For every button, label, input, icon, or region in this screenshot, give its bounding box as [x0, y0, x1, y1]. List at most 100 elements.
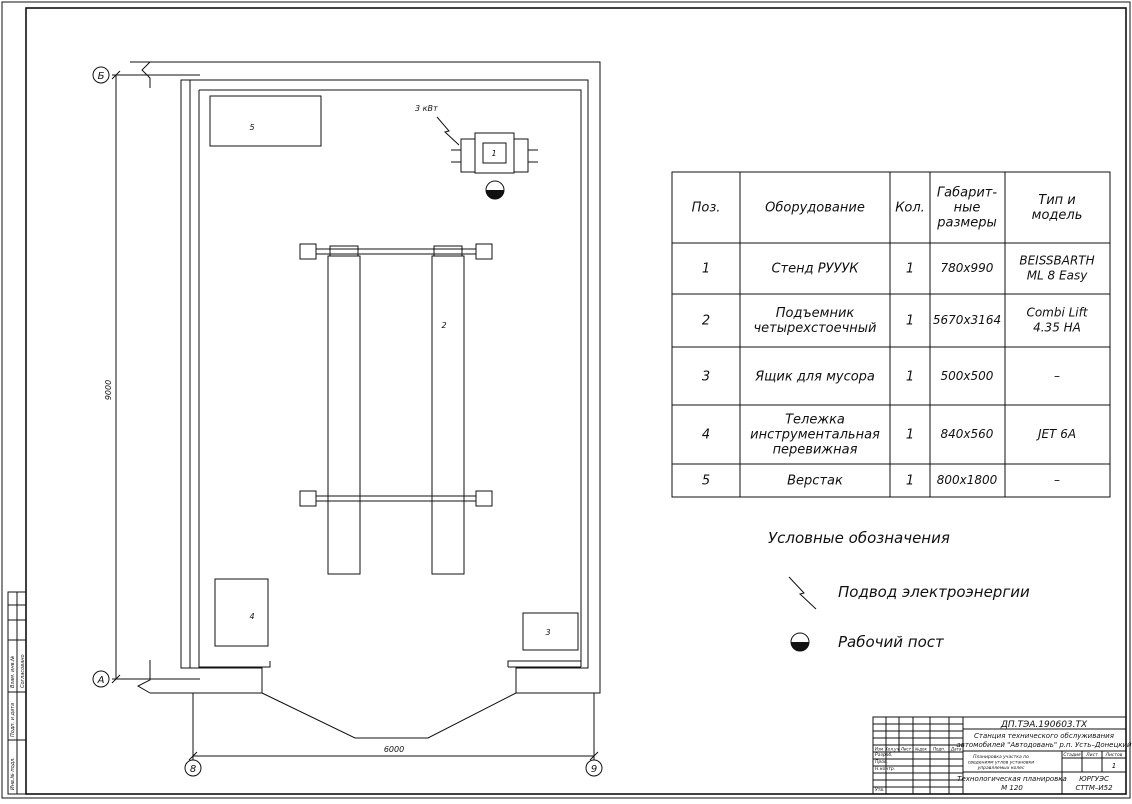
- lift-2: 2: [299, 243, 493, 575]
- legend-title: Условные обозначения: [768, 529, 950, 547]
- power-label: 3 кВт: [415, 104, 438, 113]
- table-row-4-name-line-3: перевижная: [773, 443, 858, 458]
- table-row-1-name: Стенд РУУУК: [771, 262, 859, 277]
- table-row-1-model-line-1: BEISSBARTH: [1019, 254, 1094, 268]
- title-drawing-line-2: М 120: [1001, 784, 1023, 792]
- gate-funnel: [261, 692, 517, 739]
- stand-1: 1: [451, 132, 538, 174]
- legend-item-power: Подвод электроэнергии: [838, 583, 1030, 601]
- axis-marker-b: [92, 66, 110, 84]
- legend-item-post: Рабочий пост: [838, 633, 945, 651]
- title-code: ДП.ТЭА.190603.ТХ: [1000, 720, 1088, 730]
- dim-horizontal: 6000: [384, 745, 404, 754]
- title-sheet-head-1: Стадия: [1063, 752, 1081, 758]
- axis-label-b: Б: [98, 71, 105, 82]
- side-stamp-text-2: Подп. и дата: [10, 703, 16, 737]
- table-header-3: Кол.: [895, 201, 925, 216]
- table-row-4-name-line-1: Тележка: [785, 413, 845, 428]
- table-row-4-size: 840x560: [941, 427, 994, 441]
- table-row-5-name: Верстак: [787, 474, 843, 489]
- axis-label-8: 8: [190, 764, 196, 775]
- axis-marker-8: [184, 759, 202, 777]
- title-sheet-value: 1: [1112, 762, 1116, 770]
- title-project-line-1: Станция технического обслуживания: [974, 732, 1114, 740]
- table-row-2-model-line-1: Combi Lift: [1026, 306, 1088, 320]
- work-post-icon: [485, 180, 505, 200]
- lift-ramp-right: [431, 495, 465, 575]
- title-row-2: Пров.: [875, 759, 888, 765]
- title-section-line-1: Планировка участка по: [973, 754, 1029, 760]
- equipment-label-2: 2: [441, 321, 446, 330]
- title-row-1: Разраб.: [875, 752, 893, 758]
- title-sheet-head-2: Лист: [1085, 752, 1098, 758]
- table-row-2-pos: 2: [702, 314, 710, 329]
- title-col-2: Кол.уч: [885, 746, 899, 751]
- title-drawing-line-1: Технологическая планировка: [957, 775, 1067, 783]
- side-stamp-text-1: Инв.№ подл.: [10, 757, 16, 790]
- wall-outer: [150, 61, 601, 694]
- title-row-3: Н.контр.: [875, 766, 895, 772]
- table-header-4-line-3: размеры: [936, 216, 996, 231]
- equipment-label-1: 1: [491, 149, 496, 158]
- table-row-3-qty: 1: [906, 370, 914, 385]
- equipment-label-3: 3: [545, 628, 550, 637]
- title-section-line-2: сведениям углов установки: [968, 761, 1034, 766]
- title-col-5: Подп.: [933, 746, 945, 751]
- axis-marker-a: [92, 670, 110, 688]
- table-row-1-size: 780x990: [941, 261, 994, 275]
- table-row-1-model-line-2: ML 8 Easy: [1027, 269, 1088, 283]
- axis-label-9: 9: [591, 764, 597, 775]
- title-col-6: Дата: [950, 746, 962, 751]
- workbench-5: [209, 95, 322, 147]
- title-org-line-1: ЮРГУЭС: [1079, 775, 1109, 783]
- floor-plan: Б А 8 9 9000 6000 5 1 3 кВт: [92, 61, 603, 777]
- table-header-4-line-2: ные: [954, 201, 981, 216]
- wall-inner: [198, 89, 582, 668]
- table-row-4-model: JET 6A: [1036, 427, 1076, 441]
- table-row-5-qty: 1: [906, 474, 914, 489]
- table-row-3-name: Ящик для мусора: [754, 370, 875, 385]
- table-header-5-line-2: модель: [1032, 208, 1083, 223]
- table-row-5-pos: 5: [702, 474, 710, 489]
- title-col-1: Изм: [875, 746, 883, 751]
- title-col-4: №док: [914, 746, 927, 751]
- table-row-5-size: 800x1800: [937, 473, 998, 487]
- side-stamp: Инв.№ подл. Подп. и дата Взам. инв.№ Сог…: [7, 591, 27, 795]
- table-row-2-name-line-2: четырехстоечный: [753, 321, 876, 336]
- equipment-label-5: 5: [249, 123, 254, 132]
- lift-ramp-left: [327, 495, 361, 575]
- left-wall-body: [180, 79, 191, 669]
- table-row-3-model: –: [1054, 369, 1060, 383]
- table-row-5-model: –: [1054, 473, 1060, 487]
- equipment-label-4: 4: [249, 612, 254, 621]
- title-row-4: Утв.: [875, 787, 884, 793]
- trash-box-3: [522, 612, 579, 651]
- legend-work-post-icon: [790, 632, 810, 652]
- tool-cart-4: [214, 578, 269, 647]
- side-stamp-text-3: Взам. инв.№: [10, 656, 16, 688]
- table-header-5-line-1: Тип и: [1038, 193, 1075, 208]
- axis-label-a: А: [97, 675, 105, 686]
- table-row-3-pos: 3: [702, 370, 710, 385]
- lightning-icon: [436, 116, 460, 146]
- table-row-2-qty: 1: [906, 314, 914, 329]
- table-row-2-model-line-2: 4.35 HA: [1033, 321, 1081, 335]
- table-row-4-qty: 1: [906, 428, 914, 443]
- title-sheet-head-3: Листов: [1105, 752, 1123, 758]
- side-stamp-text-4: Согласовано: [20, 654, 26, 688]
- legend-lightning-icon: [788, 576, 817, 610]
- drawing-frame: [25, 7, 1127, 795]
- table-header-2: Оборудование: [765, 201, 865, 216]
- table-row-4-name-line-2: инструментальная: [750, 428, 880, 443]
- table-header-1: Поз.: [692, 201, 721, 216]
- axis-marker-9: [585, 759, 603, 777]
- title-col-3: Лист: [900, 746, 912, 751]
- table-row-3-size: 500x500: [941, 369, 994, 383]
- table-row-1-pos: 1: [702, 262, 710, 277]
- title-project-line-2: автомобилей "Автодовань" р.п. Усть–Донец…: [956, 741, 1132, 749]
- dim-vertical: 9000: [104, 380, 113, 400]
- legend: Условные обозначения Подвод электроэнерг…: [768, 529, 1030, 652]
